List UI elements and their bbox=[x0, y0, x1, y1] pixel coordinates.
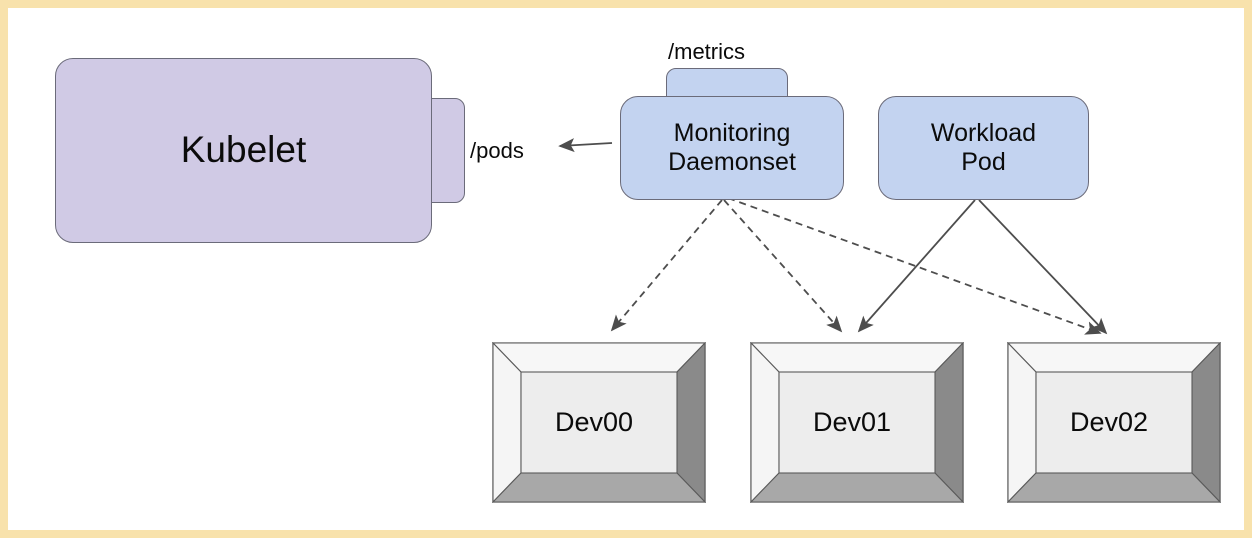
node-workload-pod-label: Workload Pod bbox=[930, 119, 1037, 176]
node-device-dev02-label: Dev02 bbox=[1069, 407, 1149, 437]
node-device-dev01[interactable]: Dev01 bbox=[750, 342, 964, 503]
node-device-dev01-label: Dev01 bbox=[812, 407, 892, 437]
node-monitoring-daemonset-label: Monitoring Daemonset bbox=[668, 119, 796, 176]
device-3d-shape bbox=[492, 342, 706, 503]
node-kubelet[interactable]: Kubelet bbox=[55, 58, 432, 243]
node-workload-pod[interactable]: Workload Pod bbox=[878, 96, 1089, 200]
edge-daemonset-to-dev00 bbox=[610, 199, 723, 332]
device-3d-shape bbox=[750, 342, 964, 503]
edge-workload-to-dev01 bbox=[857, 199, 976, 333]
metrics-port-label: /metrics bbox=[668, 37, 808, 67]
node-device-dev00-label: Dev00 bbox=[554, 407, 634, 437]
edge-daemonset-to-dev02 bbox=[727, 197, 1102, 335]
node-device-dev00[interactable]: Dev00 bbox=[492, 342, 706, 503]
node-kubelet-label: Kubelet bbox=[180, 129, 307, 171]
metrics-port-label-text: /metrics bbox=[668, 39, 745, 65]
pods-port-label: /pods bbox=[470, 136, 556, 166]
pods-port-label-text: /pods bbox=[470, 138, 524, 164]
node-monitoring-daemonset[interactable]: Monitoring Daemonset bbox=[620, 96, 844, 200]
edge-daemonset-to-dev01 bbox=[723, 199, 843, 333]
device-3d-shape bbox=[1007, 342, 1221, 503]
diagram-canvas: Kubelet /pods /metrics Monitoring Daemon… bbox=[8, 8, 1244, 530]
node-device-dev02[interactable]: Dev02 bbox=[1007, 342, 1221, 503]
edge-daemonset-to-kubelet bbox=[558, 138, 613, 153]
edge-workload-to-dev02 bbox=[978, 199, 1108, 335]
